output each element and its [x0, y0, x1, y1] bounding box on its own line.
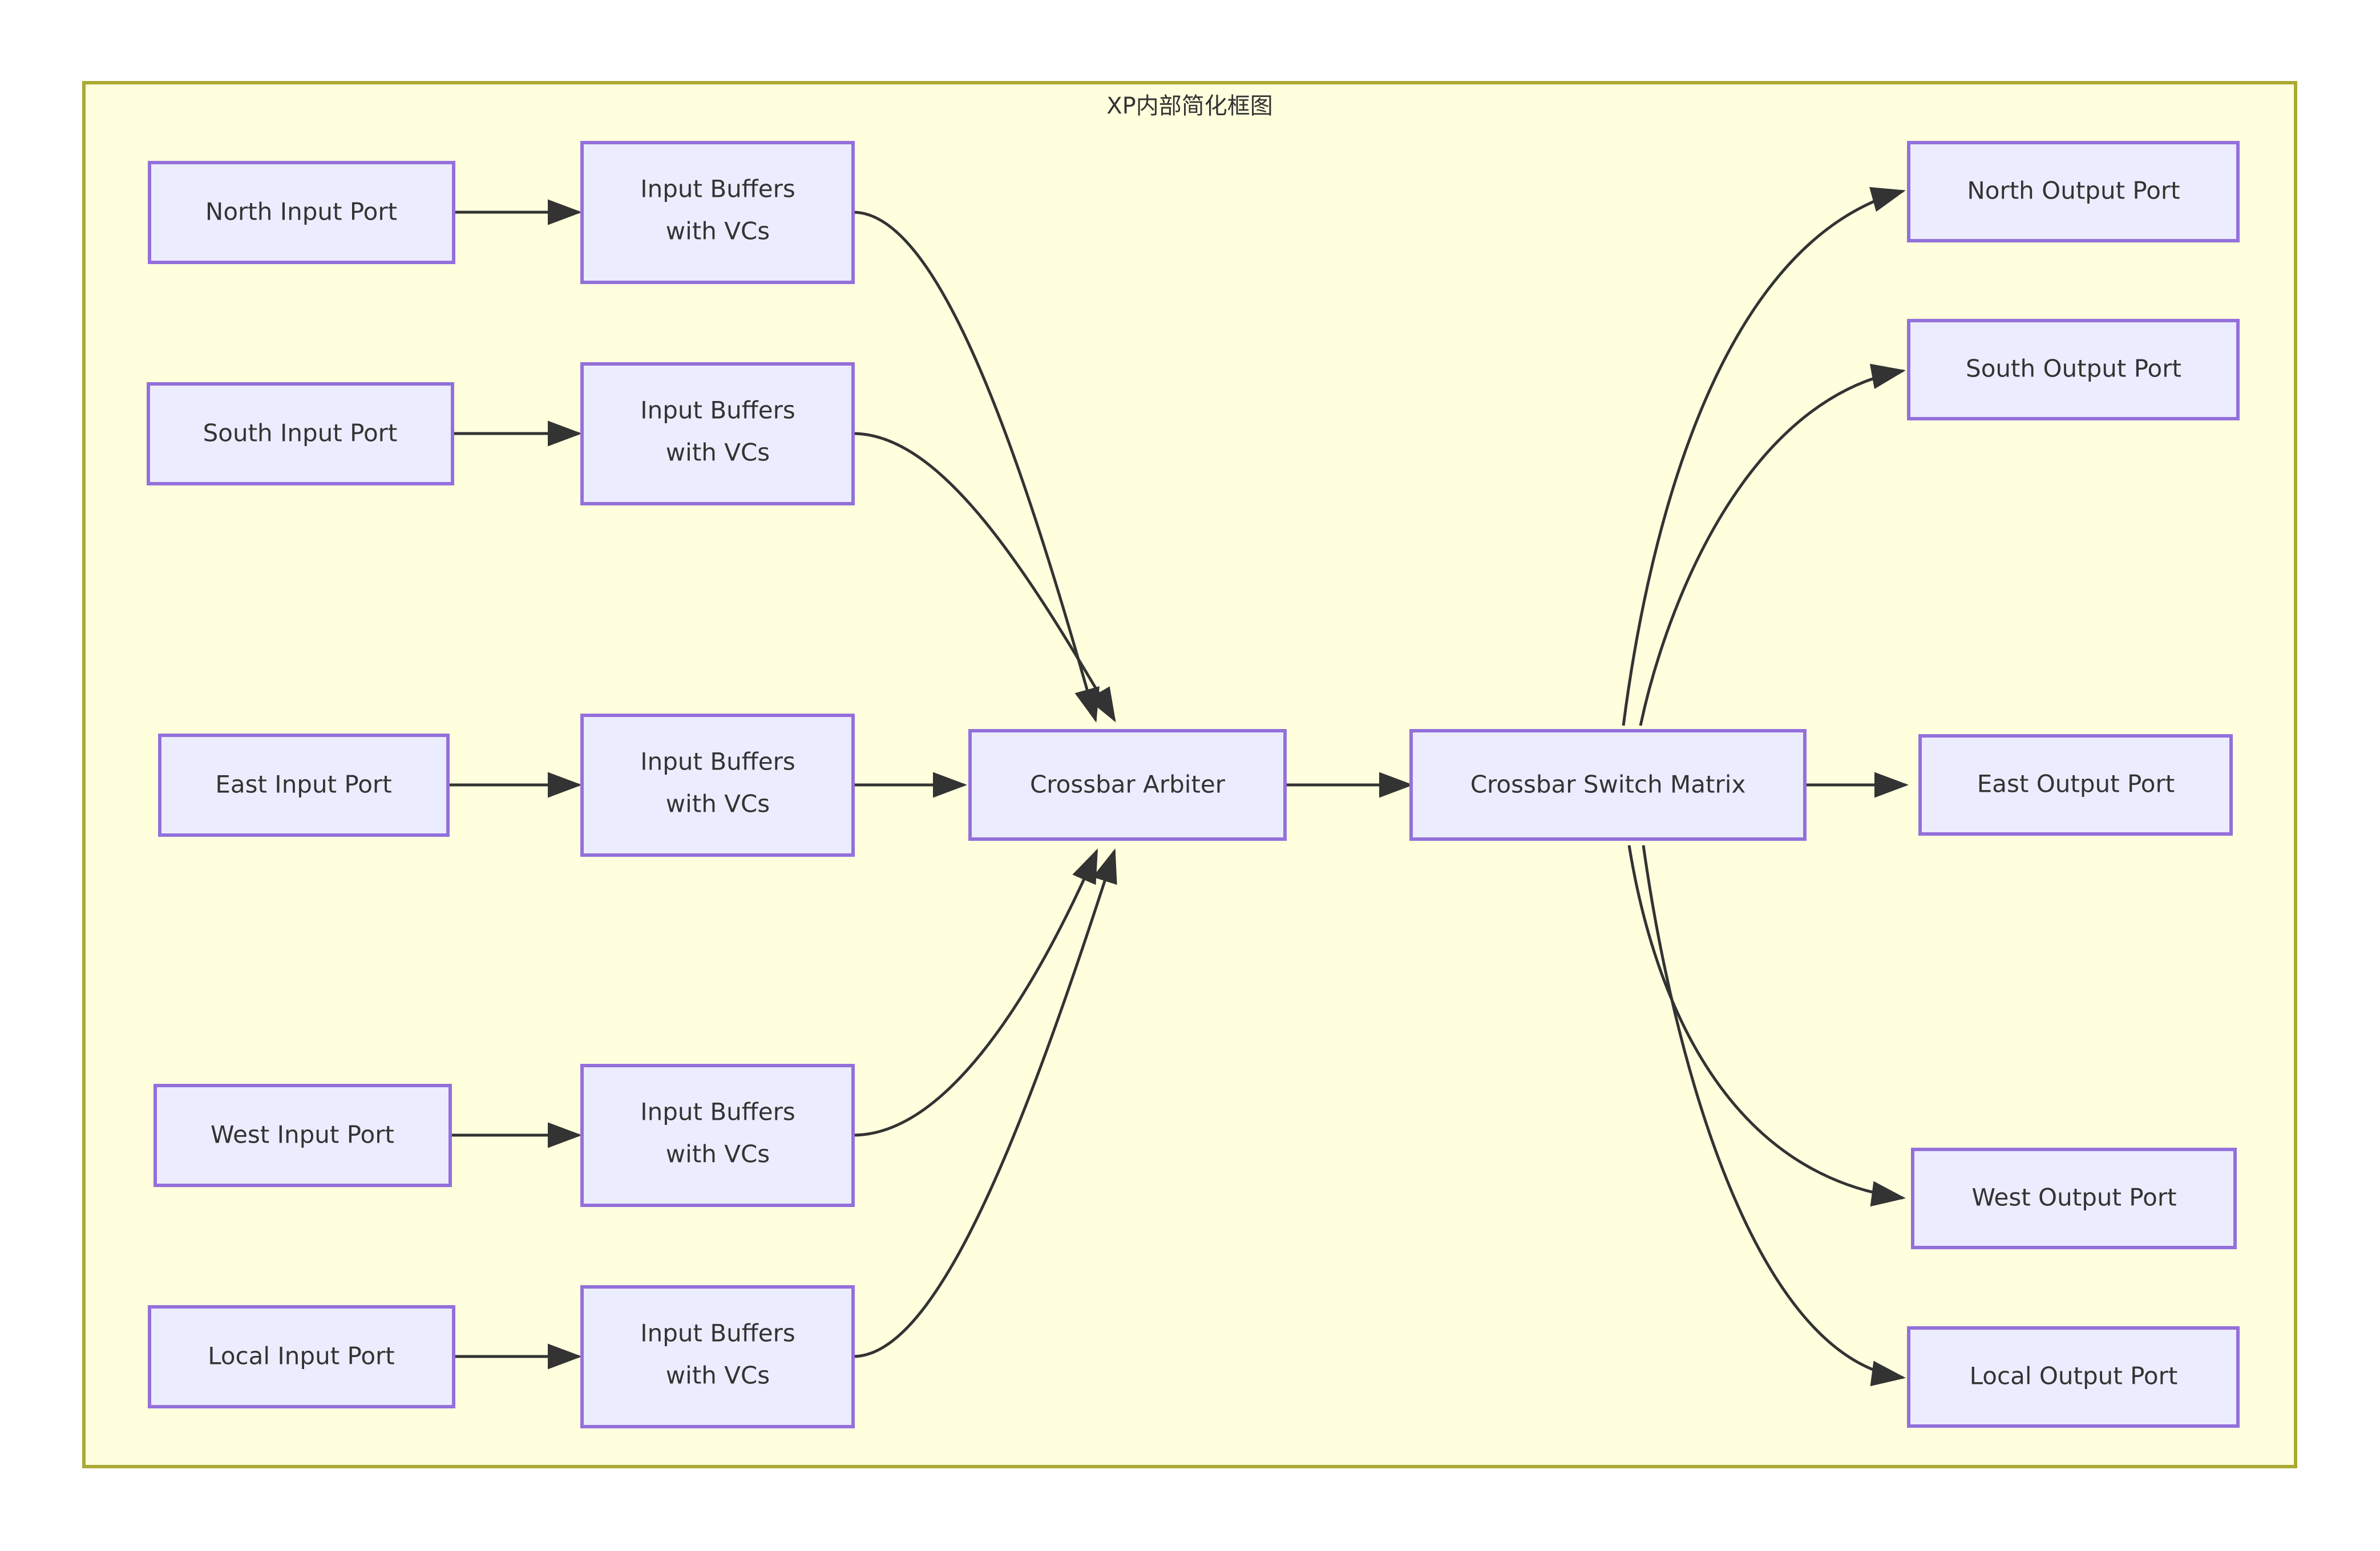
- node-buffer-south[interactable]: Input Buffers with VCs: [580, 362, 855, 505]
- node-buffer-north-label-line1: Input Buffers: [640, 175, 795, 203]
- edge-switch-matrix-to-south-output: [1639, 363, 1906, 726]
- node-crossbar-switch-matrix-label: Crossbar Switch Matrix: [1470, 771, 1746, 799]
- node-local-input-port-label: Local Input Port: [208, 1342, 395, 1370]
- edge-switch-matrix-to-local-output: [1642, 845, 1906, 1386]
- edge-switch-matrix-to-north-output: [1622, 187, 1906, 726]
- node-north-input-port-label: North Input Port: [205, 198, 397, 226]
- node-buffer-local[interactable]: Input Buffers with VCs: [580, 1285, 855, 1428]
- node-south-output-port-label: South Output Port: [1966, 355, 2181, 383]
- node-buffer-west-label-line2: with VCs: [666, 1140, 770, 1168]
- node-west-output-port[interactable]: West Output Port: [1911, 1148, 2237, 1249]
- node-buffer-west[interactable]: Input Buffers with VCs: [580, 1064, 855, 1207]
- node-buffer-east-label-line2: with VCs: [666, 790, 770, 818]
- node-buffer-west-label-line1: Input Buffers: [640, 1098, 795, 1126]
- edge-local-buffer-to-arbiter: [852, 848, 1117, 1358]
- node-south-input-port-label: South Input Port: [203, 419, 398, 447]
- node-north-input-port[interactable]: North Input Port: [148, 161, 455, 264]
- cluster-title: XP内部简化框图: [1106, 93, 1273, 119]
- node-buffer-south-label-line1: Input Buffers: [640, 396, 795, 424]
- node-local-input-port[interactable]: Local Input Port: [148, 1305, 455, 1408]
- node-buffer-north-label-line2: with VCs: [666, 217, 770, 245]
- node-buffer-local-label-line1: Input Buffers: [640, 1319, 795, 1347]
- edge-south-buffer-to-arbiter: [852, 432, 1116, 723]
- node-east-input-port[interactable]: East Input Port: [158, 734, 450, 837]
- node-west-output-port-label: West Output Port: [1971, 1184, 2176, 1212]
- node-north-output-port[interactable]: North Output Port: [1907, 141, 2240, 242]
- node-east-input-port-label: East Input Port: [215, 771, 391, 799]
- node-local-output-port-label: Local Output Port: [1970, 1362, 2178, 1390]
- node-crossbar-arbiter[interactable]: Crossbar Arbiter: [968, 729, 1287, 841]
- node-buffer-east-label-line1: Input Buffers: [640, 748, 795, 776]
- node-south-output-port[interactable]: South Output Port: [1907, 319, 2240, 420]
- node-crossbar-arbiter-label: Crossbar Arbiter: [1030, 771, 1226, 799]
- node-buffer-south-label-line2: with VCs: [666, 439, 770, 467]
- node-south-input-port[interactable]: South Input Port: [147, 382, 454, 485]
- node-crossbar-switch-matrix[interactable]: Crossbar Switch Matrix: [1409, 729, 1807, 841]
- node-east-output-port[interactable]: East Output Port: [1918, 734, 2233, 836]
- edge-north-buffer-to-arbiter: [852, 210, 1100, 723]
- edge-switch-matrix-to-west-output: [1627, 845, 1906, 1207]
- node-east-output-port-label: East Output Port: [1977, 770, 2175, 798]
- node-buffer-local-label-line2: with VCs: [666, 1362, 770, 1390]
- node-buffer-east[interactable]: Input Buffers with VCs: [580, 714, 855, 857]
- node-buffer-north[interactable]: Input Buffers with VCs: [580, 141, 855, 284]
- node-north-output-port-label: North Output Port: [1967, 177, 2180, 205]
- edge-west-buffer-to-arbiter: [852, 848, 1098, 1137]
- node-local-output-port[interactable]: Local Output Port: [1907, 1326, 2240, 1428]
- node-west-input-port-label: West Input Port: [211, 1121, 394, 1149]
- node-west-input-port[interactable]: West Input Port: [153, 1084, 452, 1187]
